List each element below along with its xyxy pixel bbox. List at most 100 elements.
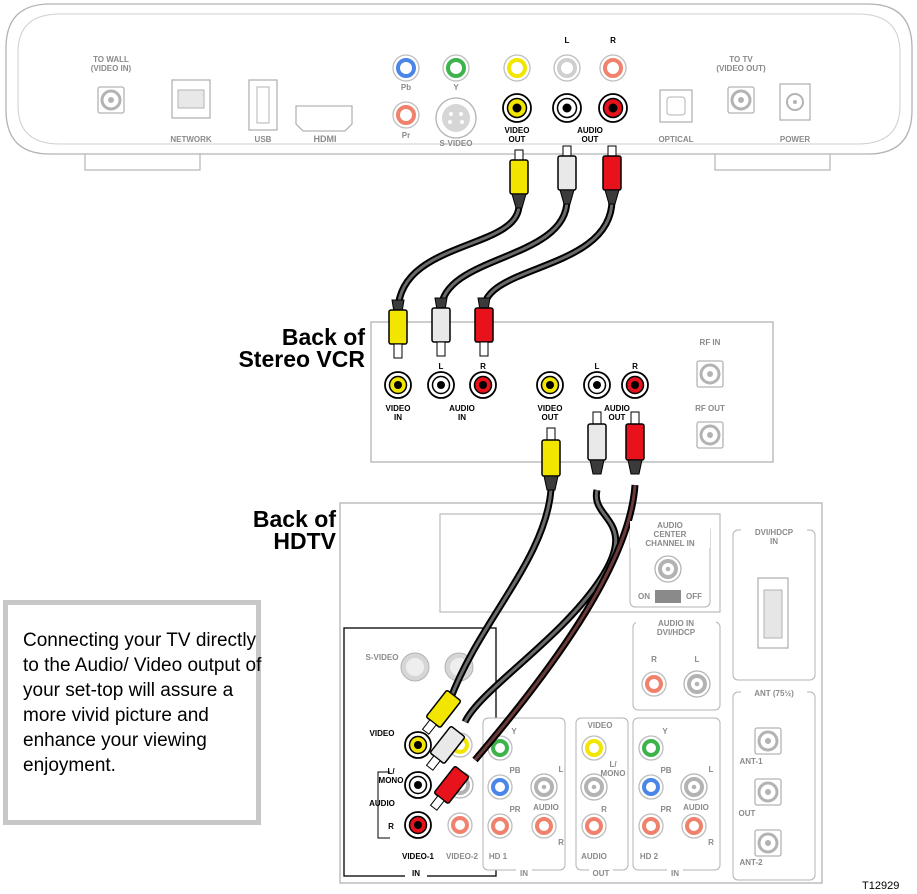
vcr-r-in-label: R xyxy=(480,362,486,371)
vcr-audio-out-label: AUDIO OUT xyxy=(604,404,630,422)
hd2-r-label: R xyxy=(708,838,714,847)
vcr-out-audio-r-plug xyxy=(625,411,645,475)
stb-to-vcr-cables xyxy=(394,145,622,311)
tv-audio-label: AUDIO xyxy=(369,799,395,808)
pb-label: Pb xyxy=(400,83,412,92)
hd1-audio-r-jack xyxy=(531,813,557,839)
dvi-l-label: L xyxy=(694,655,700,664)
out-port xyxy=(753,777,783,807)
vcr-rf-in-port xyxy=(695,359,725,389)
network-port xyxy=(171,79,211,119)
hd2-audio-l-jack xyxy=(679,772,709,802)
vcr-audio-l-out-jack xyxy=(583,371,611,399)
video-out-jack xyxy=(502,93,532,123)
y-label: Y xyxy=(453,83,459,92)
hdmi-label: HDMI xyxy=(313,134,337,144)
ant1-label: ANT-1 xyxy=(739,757,763,766)
audio-r-top-jack xyxy=(599,54,627,82)
hd2-l-label: L xyxy=(708,765,714,774)
vcr-video-out-label: VIDEO OUT xyxy=(537,404,563,422)
optical-port xyxy=(659,89,693,123)
settop-box xyxy=(5,3,913,171)
hd2-pr-label: PR xyxy=(660,805,672,814)
to-wall-label: TO WALL (VIDEO IN) xyxy=(90,55,132,73)
y-jack xyxy=(442,54,470,82)
ant2-label: ANT-2 xyxy=(739,858,763,867)
video2-label: VIDEO-2 xyxy=(445,852,478,861)
stb-video-plug xyxy=(509,149,529,209)
hd2-audio-r-jack xyxy=(681,813,707,839)
vcr-to-hdtv-cables xyxy=(421,411,645,811)
hd1-in-label: IN xyxy=(516,869,532,878)
vcr-title: Back of Stereo VCR xyxy=(238,324,365,372)
hdmi-port xyxy=(295,105,353,132)
to-tv-label: TO TV (VIDEO OUT) xyxy=(716,55,766,73)
hd2-pr-jack xyxy=(638,813,664,839)
svideo-label: S-VIDEO xyxy=(439,139,473,148)
hd2-audio-label: AUDIO xyxy=(683,803,709,812)
out-r-label: R xyxy=(601,805,607,814)
hd1-pr-label: PR xyxy=(509,805,521,814)
vcr-out-video-plug xyxy=(541,427,561,491)
figure-code: T12929 xyxy=(862,880,900,892)
note-text: Connecting your TV directly to the Audio… xyxy=(23,630,262,776)
to-tv-coax-port xyxy=(726,85,756,115)
power-label: POWER xyxy=(779,135,811,144)
out-video-label: VIDEO xyxy=(587,721,613,730)
dvi-in-label: DVI/HDCP IN xyxy=(741,528,807,546)
vcr-rf-out-port xyxy=(695,420,725,450)
vcr-panel xyxy=(370,297,774,463)
pb-jack xyxy=(392,54,420,82)
vcr-l-out-label: L xyxy=(594,362,600,371)
vcr-video-in-jack xyxy=(384,371,412,399)
hd2-y-label: Y xyxy=(662,727,668,736)
vcr-l-in-label: L xyxy=(438,362,444,371)
stb-audio-r-plug xyxy=(602,145,622,205)
note-box xyxy=(3,600,261,825)
out-label: OUT xyxy=(738,809,756,818)
tv-audio-r-plug xyxy=(429,766,470,811)
dvi-audio-r-jack xyxy=(641,671,667,697)
usb-port xyxy=(248,79,278,131)
dvi-r-label: R xyxy=(651,655,657,664)
tv-audio-l-plug xyxy=(425,726,466,771)
tv-video1-jack xyxy=(404,731,432,759)
hd1-audio-l-jack xyxy=(529,772,559,802)
vcr-audio-l-plug xyxy=(431,297,451,357)
vcr-video-out-jack xyxy=(536,371,564,399)
hd2-label: HD 2 xyxy=(639,852,659,861)
video-out-top-jack xyxy=(503,54,531,82)
audio-center-label: AUDIO CENTER CHANNEL IN xyxy=(630,521,710,548)
ant1-port xyxy=(753,726,783,756)
hd1-l-label: L xyxy=(558,765,564,774)
tv-r-label: R xyxy=(388,822,394,831)
out-audio-label: AUDIO xyxy=(581,852,607,861)
hd2-pb-label: PB xyxy=(660,766,672,775)
hd1-pr-jack xyxy=(487,813,513,839)
on-label: ON xyxy=(638,592,650,601)
r-label: R xyxy=(610,36,616,45)
audio-out-r-jack xyxy=(598,93,628,123)
ant2-port xyxy=(753,828,783,858)
out-video-jack xyxy=(581,735,607,761)
vcr-video-in-label: VIDEO IN xyxy=(385,404,411,422)
hd1-pb-jack xyxy=(487,774,513,800)
stb-audio-l-plug xyxy=(557,145,577,205)
tv-l-mono-label: L/ MONO xyxy=(378,767,404,785)
pr-label: Pr xyxy=(401,131,411,140)
hd1-label: HD 1 xyxy=(488,852,508,861)
tv-svideo-label: S-VIDEO xyxy=(365,653,399,662)
dvi-audio-l-jack xyxy=(682,669,712,699)
out-audio-r-jack xyxy=(581,813,607,839)
stb-video-out-label: VIDEO OUT xyxy=(504,126,530,144)
off-label: OFF xyxy=(686,592,702,601)
vcr-out-audio-l-plug xyxy=(587,411,607,475)
rf-in-label: RF IN xyxy=(699,338,721,347)
tv-audio-r1-jack xyxy=(404,811,432,839)
vcr-r-out-label: R xyxy=(632,362,638,371)
vcr-audio-r-out-jack xyxy=(621,371,649,399)
vcr-audio-r-plug xyxy=(474,297,494,357)
hd1-audio-label: AUDIO xyxy=(533,803,559,812)
audio-in-dvi-label: AUDIO IN DVI/HDCP xyxy=(636,619,716,637)
tv-in-label: IN xyxy=(405,869,427,878)
